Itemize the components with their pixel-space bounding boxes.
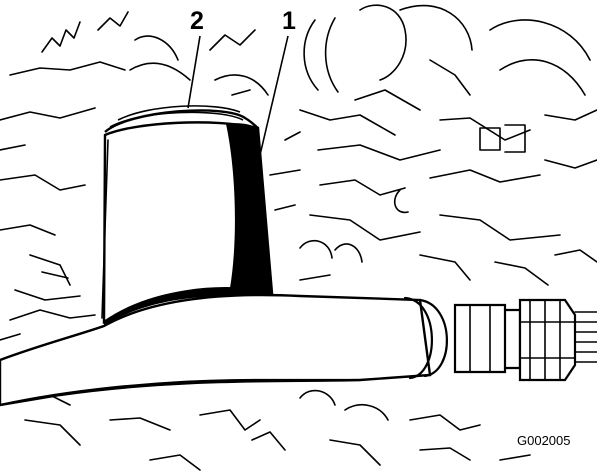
callout-number-1: 1: [282, 9, 296, 34]
hose: [0, 295, 597, 405]
figure-id-label: G002005: [517, 433, 571, 448]
callout-number-2: 2: [190, 9, 204, 34]
engine-background-lines: [0, 5, 597, 470]
leader-line-1: [256, 36, 288, 172]
oil-filter: [102, 106, 274, 326]
leader-line-2: [188, 36, 200, 108]
